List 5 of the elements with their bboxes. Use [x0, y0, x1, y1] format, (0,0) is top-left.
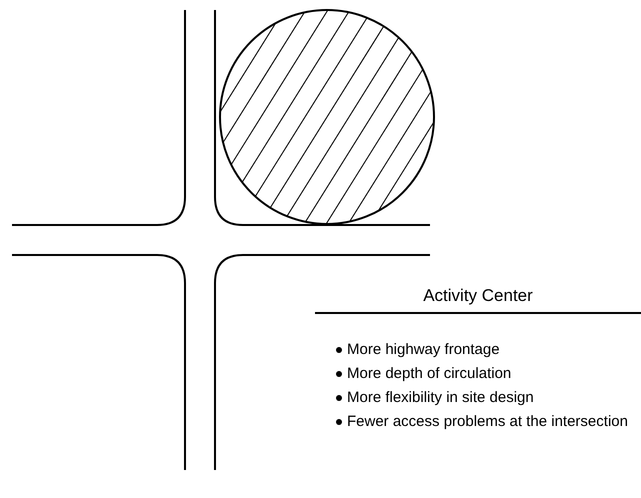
- bullet-point: Fewer access problems at the intersection: [347, 412, 629, 431]
- bullet-point: More highway frontage: [347, 340, 501, 359]
- bullet-point: More flexibility in site design: [347, 388, 535, 407]
- section-heading: Activity Center: [422, 286, 534, 306]
- bullet-point: More depth of circulation: [347, 364, 512, 383]
